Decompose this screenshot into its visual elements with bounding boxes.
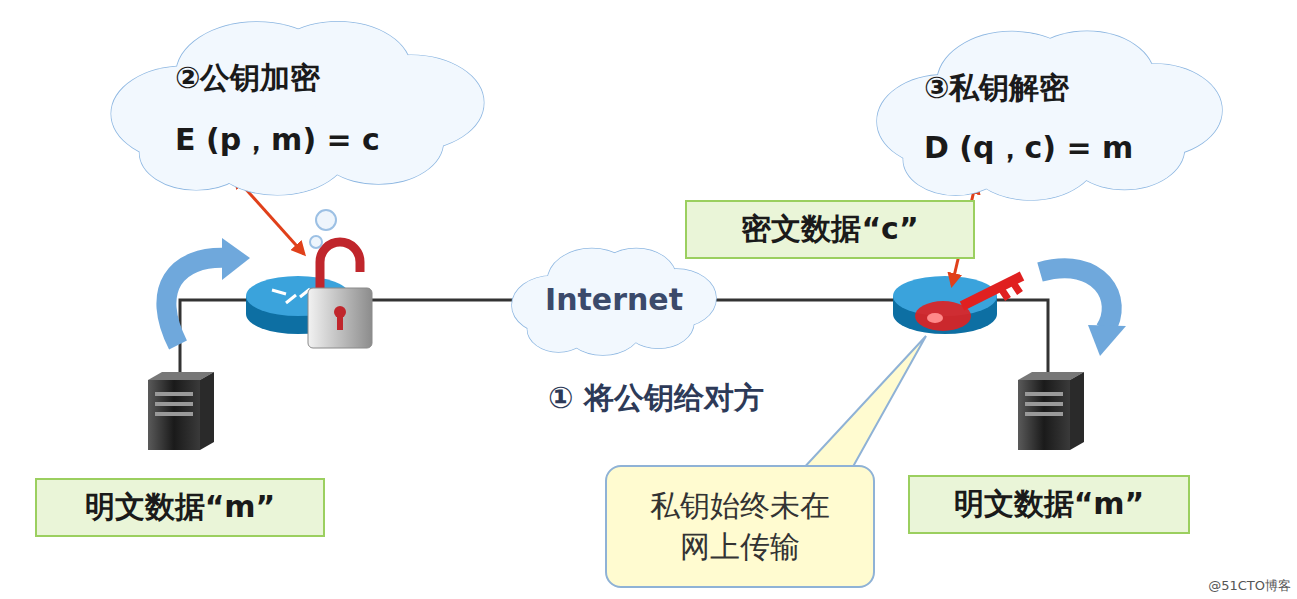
node-formula: E (p，m) = c	[175, 122, 480, 158]
server-icon	[1018, 372, 1084, 450]
plaintext-box: 明文数据“m”	[35, 478, 325, 537]
thought-cloud: ②公钥加密 E (p，m) = c	[95, 8, 500, 203]
watermark: @51CTO博客	[1208, 577, 1291, 595]
node-heading: 明文数据“m”	[85, 489, 276, 525]
key-icon	[915, 276, 1022, 331]
node-heading: ③私钥解密	[924, 70, 1217, 106]
node-heading: ②公钥加密	[175, 60, 480, 96]
node-heading: Internet	[545, 282, 683, 318]
step-label: ① 将公钥给对方	[548, 378, 764, 419]
server-icon	[148, 372, 214, 450]
node-heading: 密文数据“c”	[741, 211, 918, 247]
node-heading: 明文数据“m”	[954, 486, 1145, 522]
node-formula: D (q，c) = m	[924, 130, 1217, 166]
router-icon	[893, 276, 997, 334]
padlock-icon	[308, 242, 372, 348]
note-callout: 私钥始终未在网上传输	[605, 465, 875, 588]
thought-bubble	[316, 210, 336, 230]
cloud-outline	[95, 8, 500, 203]
flow-arrow	[166, 238, 250, 345]
node-heading: 私钥始终未在网上传输	[645, 486, 835, 567]
callout-pointer	[800, 336, 926, 472]
plaintext-box: 明文数据“m”	[908, 475, 1190, 534]
flow-arrow	[1040, 268, 1126, 356]
thought-bubble	[310, 236, 322, 248]
thought-cloud: ③私钥解密 D (q，c) = m	[862, 18, 1237, 208]
ciphertext-box: 密文数据“c”	[685, 200, 975, 259]
cloud-outline	[862, 18, 1237, 208]
